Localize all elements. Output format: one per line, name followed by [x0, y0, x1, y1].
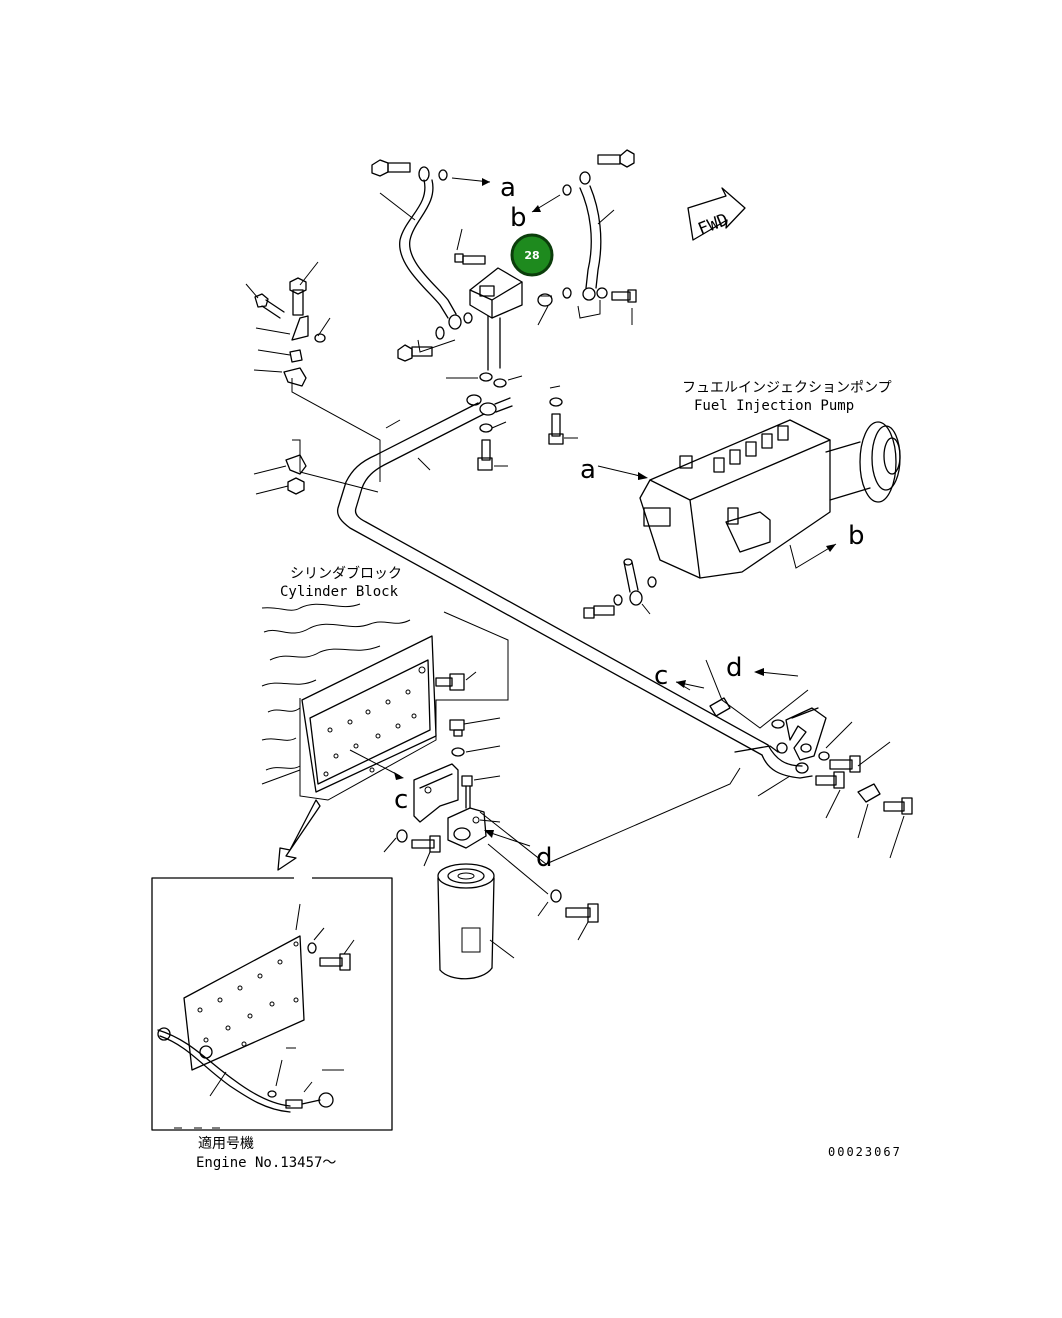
letter-b-top: b — [510, 203, 527, 233]
banjo-bolt-icon — [371, 159, 411, 177]
letter-c-right: c — [654, 661, 668, 691]
plate-holes — [197, 941, 299, 1047]
washer-icon — [307, 942, 317, 954]
bolt-icon — [411, 835, 441, 853]
washer-icon — [549, 397, 563, 407]
bolt-icon — [254, 293, 285, 319]
bolt-icon — [454, 253, 486, 265]
nut-icon — [287, 477, 305, 495]
block-label-en: Cylinder Block — [280, 584, 399, 600]
fwd-label: FWD — [695, 210, 731, 240]
plate-fasteners — [435, 671, 501, 757]
fitting-icon — [613, 558, 657, 606]
washer-icon — [463, 312, 473, 324]
pipe-fitting-icon — [466, 394, 513, 416]
right-hose-assembly — [531, 149, 637, 325]
left-hose-assembly — [371, 159, 491, 362]
washer-icon — [550, 889, 562, 903]
left-bracket-parts — [245, 261, 381, 495]
detail-inset — [151, 872, 393, 1131]
pipe-top-fasteners — [477, 385, 578, 471]
bolt-icon — [397, 344, 433, 362]
fuel-injection-pump: フュエルインジェクションポンプ Fuel Injection Pump — [583, 380, 901, 619]
nut-icon — [289, 349, 303, 363]
reference-badge[interactable]: 28 — [510, 233, 554, 277]
bolt-icon — [477, 439, 493, 471]
bolt-icon — [883, 797, 913, 815]
clamp-icon — [709, 697, 731, 717]
bolt-icon — [611, 289, 637, 303]
pump-label-jp: フュエルインジェクションポンプ — [682, 380, 892, 396]
cylinder-block: シリンダブロック Cylinder Block — [261, 565, 509, 871]
clamp-icon — [283, 367, 307, 387]
fwd-arrow: FWD — [687, 187, 746, 241]
sensor-icon — [285, 1092, 334, 1109]
drawing-number: 00023067 — [828, 1145, 902, 1159]
letter-d-right: d — [726, 653, 743, 683]
letter-b-pump: b — [848, 521, 865, 551]
clamp-icon — [857, 783, 881, 803]
reference-number: 28 — [524, 249, 539, 262]
head-block-assembly — [446, 228, 553, 388]
filter-head-assembly — [349, 749, 741, 980]
right-bracket-assembly — [675, 659, 913, 859]
washer-icon — [562, 287, 572, 299]
bolt-icon — [449, 719, 465, 737]
letter-a-pump: a — [580, 455, 596, 485]
washer-icon — [314, 333, 326, 343]
clamp-icon — [285, 454, 307, 475]
plate-holes — [323, 666, 426, 777]
bolt-icon — [319, 953, 351, 971]
washer-icon — [818, 751, 830, 761]
banjo-bolt-icon — [597, 149, 635, 168]
bolt-icon — [461, 775, 473, 809]
clip-icon — [291, 315, 309, 341]
letter-d-filter: d — [536, 843, 553, 873]
bolt-icon — [829, 755, 861, 773]
washer-icon — [451, 747, 465, 757]
applicable-label-jp: 適用号機 — [198, 1135, 254, 1152]
washer-icon — [479, 423, 493, 433]
block-label-jp: シリンダブロック — [290, 565, 402, 582]
fitting-icon — [537, 293, 553, 307]
washer-icon — [596, 287, 608, 299]
washer-icon — [562, 184, 572, 196]
bolt-icon — [815, 771, 845, 789]
bolt-icon — [583, 605, 615, 619]
washer-icon — [418, 166, 430, 182]
detail-arrow-icon — [277, 799, 321, 871]
letter-c-filter: c — [394, 785, 408, 815]
pump-drive-shaft — [825, 421, 901, 503]
main-fuel-pipe — [336, 394, 813, 779]
bolt-icon — [565, 903, 599, 923]
letter-a-top: a — [500, 173, 516, 203]
delivery-valves — [679, 425, 789, 473]
bolt-icon — [289, 277, 307, 316]
washer-icon — [493, 378, 507, 388]
washer-icon — [435, 326, 445, 340]
washer-icon — [396, 829, 408, 843]
fuel-filter-cartridge — [437, 863, 495, 980]
bolt-icon — [435, 673, 465, 691]
washer-icon — [438, 169, 448, 181]
bolt-icon — [548, 413, 564, 445]
pump-label-en: Fuel Injection Pump — [694, 398, 854, 414]
applicable-label-en: Engine No.13457～ — [196, 1155, 336, 1171]
washer-icon — [479, 372, 493, 382]
washer-icon — [579, 171, 591, 185]
